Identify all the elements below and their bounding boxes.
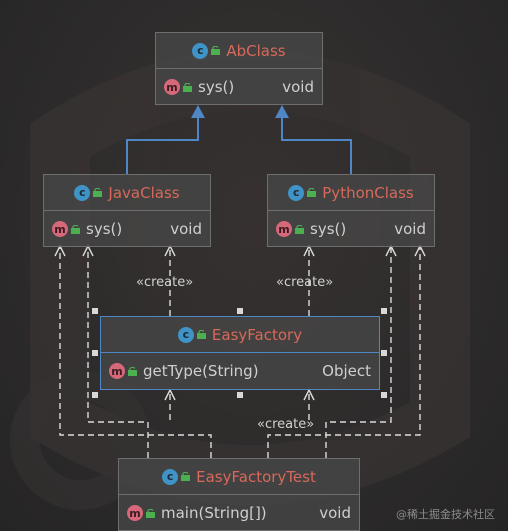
class-header: c EasyFactory [101,317,379,353]
visibility-icon [93,188,103,197]
method-icon: m [52,221,68,237]
watermark: @稀土掘金技术社区 [396,508,495,521]
method-return-type: void [394,220,426,238]
generalization-line-java [126,118,199,174]
dependency-line-test-java-b [59,246,212,458]
generalization-arrowhead-right [275,105,289,118]
method-return-type: void [170,220,202,238]
class-name: JavaClass [108,183,180,202]
class-header: c AbClass [156,33,322,69]
class-easyfactory[interactable]: c EasyFactory m getType(String) Object [100,316,380,390]
resize-handle-left[interactable] [92,350,98,356]
dependency-line-test-python-b [267,246,421,458]
visibility-icon [211,46,221,55]
method-icon: m [109,363,125,379]
visibility-icon [146,508,155,518]
method-row[interactable]: m main(String[]) void [119,495,359,531]
class-easyfactorytest[interactable]: c EasyFactoryTest m main(String[]) void [118,458,360,531]
class-header: c PythonClass [268,175,434,211]
resize-handle-bottom-left[interactable] [92,392,98,398]
class-icon: c [74,184,91,201]
class-header: c JavaClass [44,175,210,211]
method-return-type: void [319,504,351,522]
class-abclass[interactable]: c AbClass m sys() void [155,32,323,105]
class-icon: c [192,42,209,59]
class-name: EasyFactory [211,325,303,344]
class-icon: c [288,184,305,201]
method-name: getType(String) [143,362,259,380]
dependency-arrowhead [164,388,176,401]
method-name: sys() [198,78,235,96]
method-row[interactable]: m sys() void [44,211,210,247]
create-stereotype-label: «create» [257,417,315,432]
visibility-icon [196,330,206,339]
create-stereotype-label: «create» [276,275,334,290]
resize-handle-top-left[interactable] [92,308,98,314]
visibility-icon [181,472,191,481]
generalization-arrowhead-left [191,105,205,118]
method-icon: m [276,221,292,237]
class-name: AbClass [226,41,286,60]
create-stereotype-label: «create» [136,275,194,290]
resize-handle-top[interactable] [237,308,243,314]
resize-handle-top-right[interactable] [381,308,387,314]
visibility-icon [128,366,137,376]
class-name: EasyFactoryTest [196,467,316,486]
class-icon: c [177,326,194,343]
visibility-icon [71,224,80,234]
resize-handle-bottom-right[interactable] [381,392,387,398]
method-name: sys() [310,220,347,238]
visibility-icon [295,224,304,234]
class-name: PythonClass [322,183,414,202]
method-icon: m [164,79,180,95]
class-javaclass[interactable]: c JavaClass m sys() void [43,174,211,247]
method-row[interactable]: m sys() void [268,211,434,247]
method-return-type: void [282,78,314,96]
method-row[interactable]: m sys() void [156,69,322,105]
method-return-type: Object [322,362,371,380]
method-icon: m [127,505,143,521]
method-name: sys() [86,220,123,238]
visibility-icon [183,82,192,92]
visibility-icon [307,188,317,197]
class-pythonclass[interactable]: c PythonClass m sys() void [267,174,435,247]
class-icon: c [162,468,179,485]
resize-handle-right[interactable] [381,350,387,356]
generalization-line-python [281,118,352,174]
method-name: main(String[]) [161,504,267,522]
resize-handle-bottom[interactable] [237,392,243,398]
dependency-line-test-java-a [87,246,149,458]
class-header: c EasyFactoryTest [119,459,359,495]
dependency-arrowhead [303,388,315,401]
method-row[interactable]: m getType(String) Object [101,353,379,389]
